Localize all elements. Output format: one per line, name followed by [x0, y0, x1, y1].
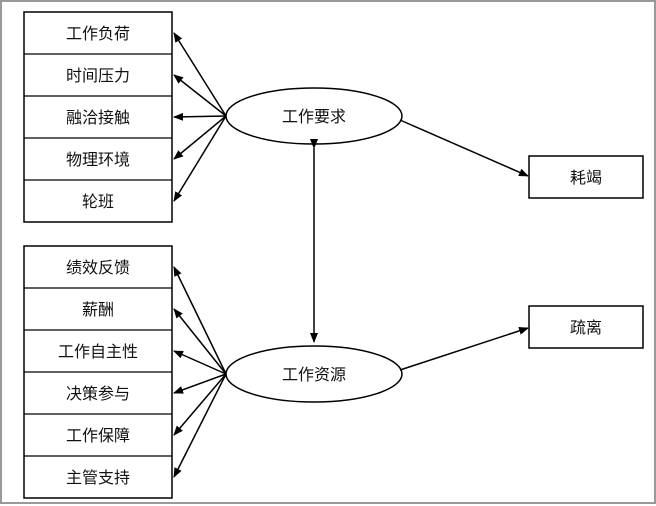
resource-factor-label: 工作自主性 — [58, 342, 138, 361]
disengagement-box — [528, 305, 644, 349]
demand-factor-label: 工作负荷 — [66, 24, 130, 43]
demands-node-label: 工作要求 — [282, 107, 346, 126]
resource-factor-label: 决策参与 — [66, 384, 130, 403]
resources-node — [225, 345, 403, 403]
exhaustion-box — [528, 155, 644, 199]
resources-node-label: 工作资源 — [282, 365, 346, 384]
demand-factor-group: 工作负荷 时间压力 融洽接触 物理环境 轮班 — [23, 11, 173, 223]
exhaustion-label: 耗竭 — [570, 168, 602, 187]
demand-factor-label: 轮班 — [82, 192, 114, 211]
resource-arrows — [173, 266, 227, 478]
demand-factor-label: 时间压力 — [66, 66, 130, 85]
resource-factor-group: 绩效反馈 薪酬 工作自主性 决策参与 工作保障 主管支持 — [23, 245, 173, 499]
disengagement-label: 疏离 — [570, 318, 602, 337]
resource-factor-label: 主管支持 — [66, 468, 130, 487]
demand-arrows — [173, 32, 227, 202]
exhaustion-arrow — [399, 119, 529, 177]
demand-factor-label: 融洽接触 — [66, 108, 130, 127]
disengagement-arrow — [399, 327, 529, 371]
demand-factor-label: 物理环境 — [66, 150, 130, 169]
resource-factor-label: 薪酬 — [82, 300, 114, 319]
resource-factor-label: 工作保障 — [66, 426, 130, 445]
resource-factor-label: 绩效反馈 — [66, 258, 130, 277]
